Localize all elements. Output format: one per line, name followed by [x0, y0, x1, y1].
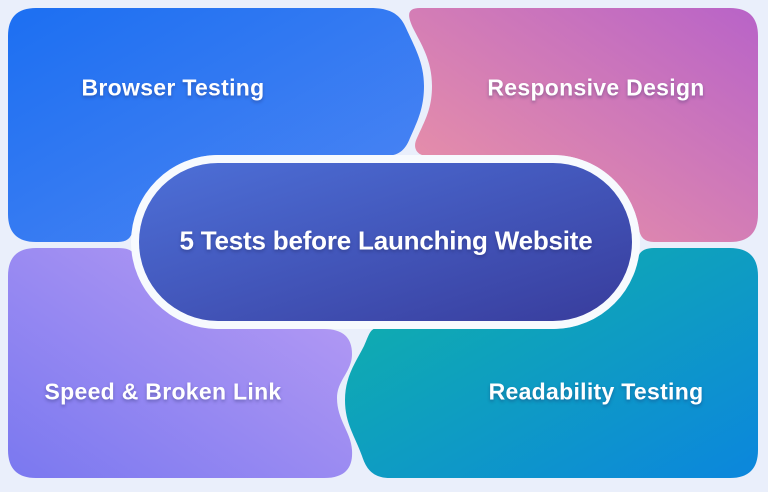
card-responsive-design: [409, 8, 758, 242]
center-pill: [139, 163, 632, 321]
label-center-title: 5 Tests before Launching Website: [179, 225, 593, 256]
label-responsive-design: Responsive Design: [487, 74, 705, 101]
label-browser-testing: Browser Testing: [81, 74, 265, 101]
card-speed-broken-link: [8, 248, 353, 478]
card-browser-testing: [8, 8, 424, 242]
label-readability-testing: Readability Testing: [488, 378, 704, 405]
label-speed-broken-link: Speed & Broken Link: [44, 378, 282, 405]
card-readability-testing: [345, 248, 758, 478]
